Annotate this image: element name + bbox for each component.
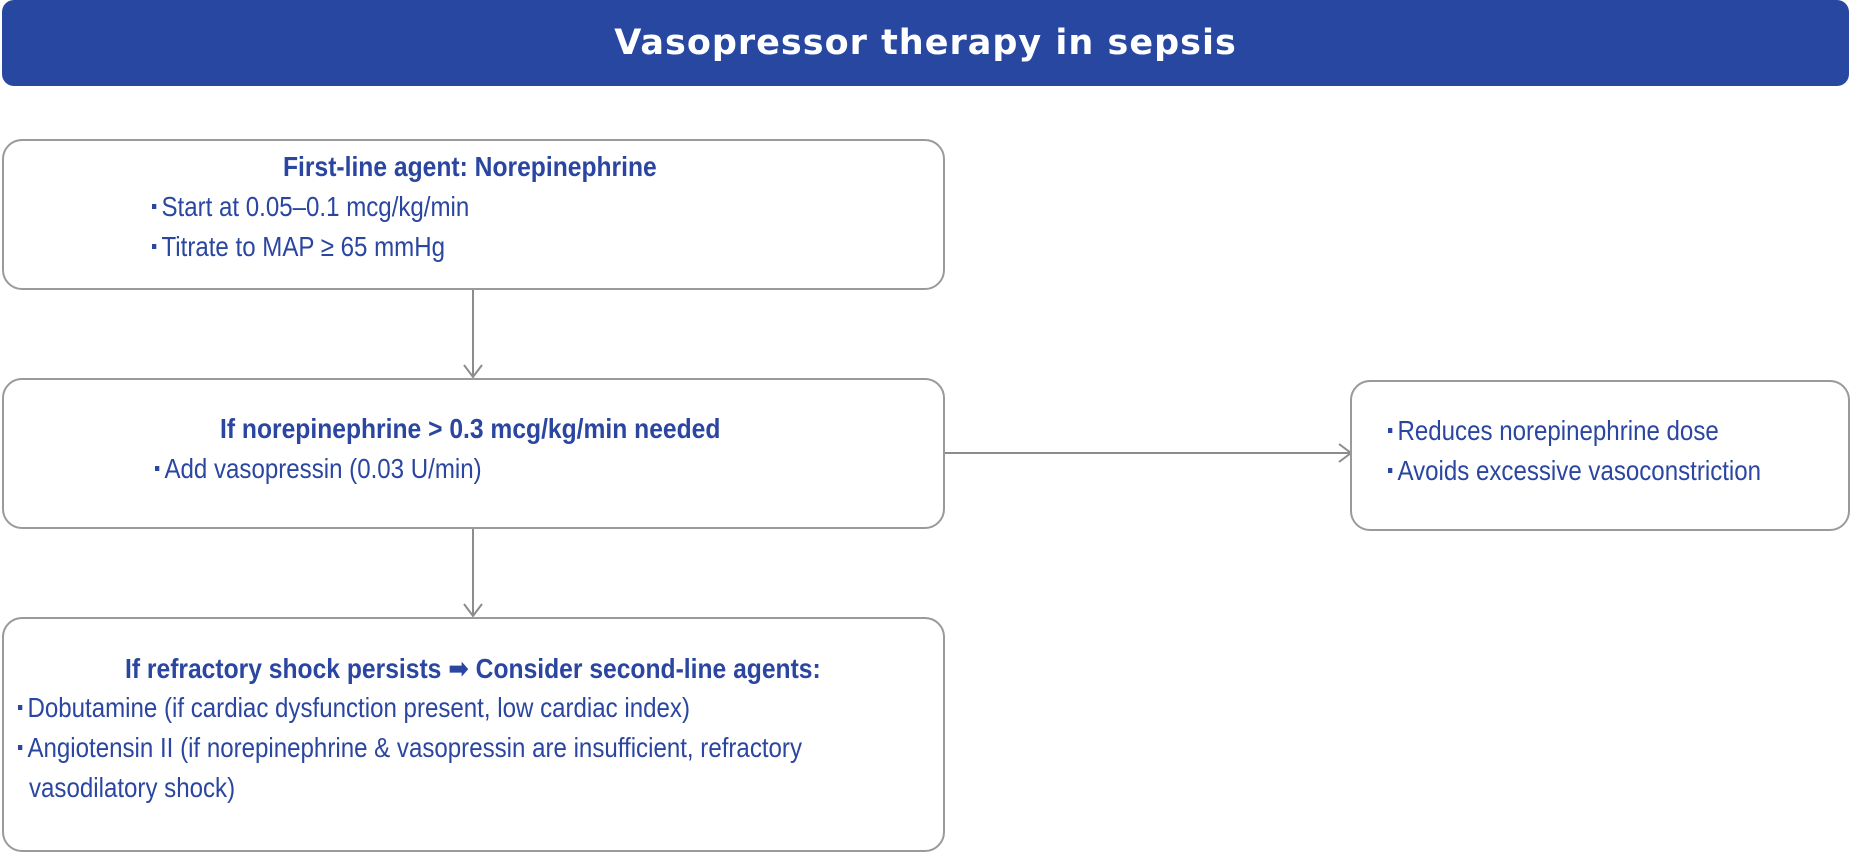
arrow-first-to-escalation [463, 290, 483, 379]
bullet-marker [1388, 428, 1393, 434]
refractory-bullet: Dobutamine (if cardiac dysfunction prese… [18, 692, 690, 724]
benefits-bullet: Avoids excessive vasoconstriction [1388, 455, 1761, 487]
refractory-box: If refractory shock persists ➡ Consider … [2, 617, 945, 852]
first-line-title: First-line agent: Norepinephrine [283, 151, 657, 182]
bullet-marker [18, 745, 23, 751]
escalation-bullet: Add vasopressin (0.03 U/min) [155, 453, 482, 485]
arrow-escalation-to-benefits [945, 443, 1353, 463]
bullet-marker [155, 466, 160, 472]
first-line-bullet: Titrate to MAP ≥ 65 mmHg [152, 231, 445, 263]
arrow-escalation-to-refractory [463, 529, 483, 618]
bullet-marker [152, 204, 157, 210]
refractory-bullet-continuation: vasodilatory shock) [29, 772, 236, 803]
benefits-box: Reduces norepinephrine dose Avoids exces… [1350, 380, 1850, 531]
escalation-box: If norepinephrine > 0.3 mcg/kg/min neede… [2, 378, 945, 529]
benefits-bullet: Reduces norepinephrine dose [1388, 415, 1719, 447]
bullet-marker [1388, 468, 1393, 474]
first-line-bullet: Start at 0.05–0.1 mcg/kg/min [152, 191, 469, 223]
escalation-title: If norepinephrine > 0.3 mcg/kg/min neede… [220, 413, 721, 444]
first-line-box: First-line agent: Norepinephrine Start a… [2, 139, 945, 290]
bullet-marker [18, 705, 23, 711]
refractory-bullet: Angiotensin II (if norepinephrine & vaso… [18, 732, 802, 764]
title-banner: Vasopressor therapy in sepsis [2, 0, 1849, 86]
refractory-title: If refractory shock persists ➡ Consider … [125, 653, 821, 684]
diagram-title: Vasopressor therapy in sepsis [614, 23, 1237, 63]
bullet-marker [152, 244, 157, 250]
